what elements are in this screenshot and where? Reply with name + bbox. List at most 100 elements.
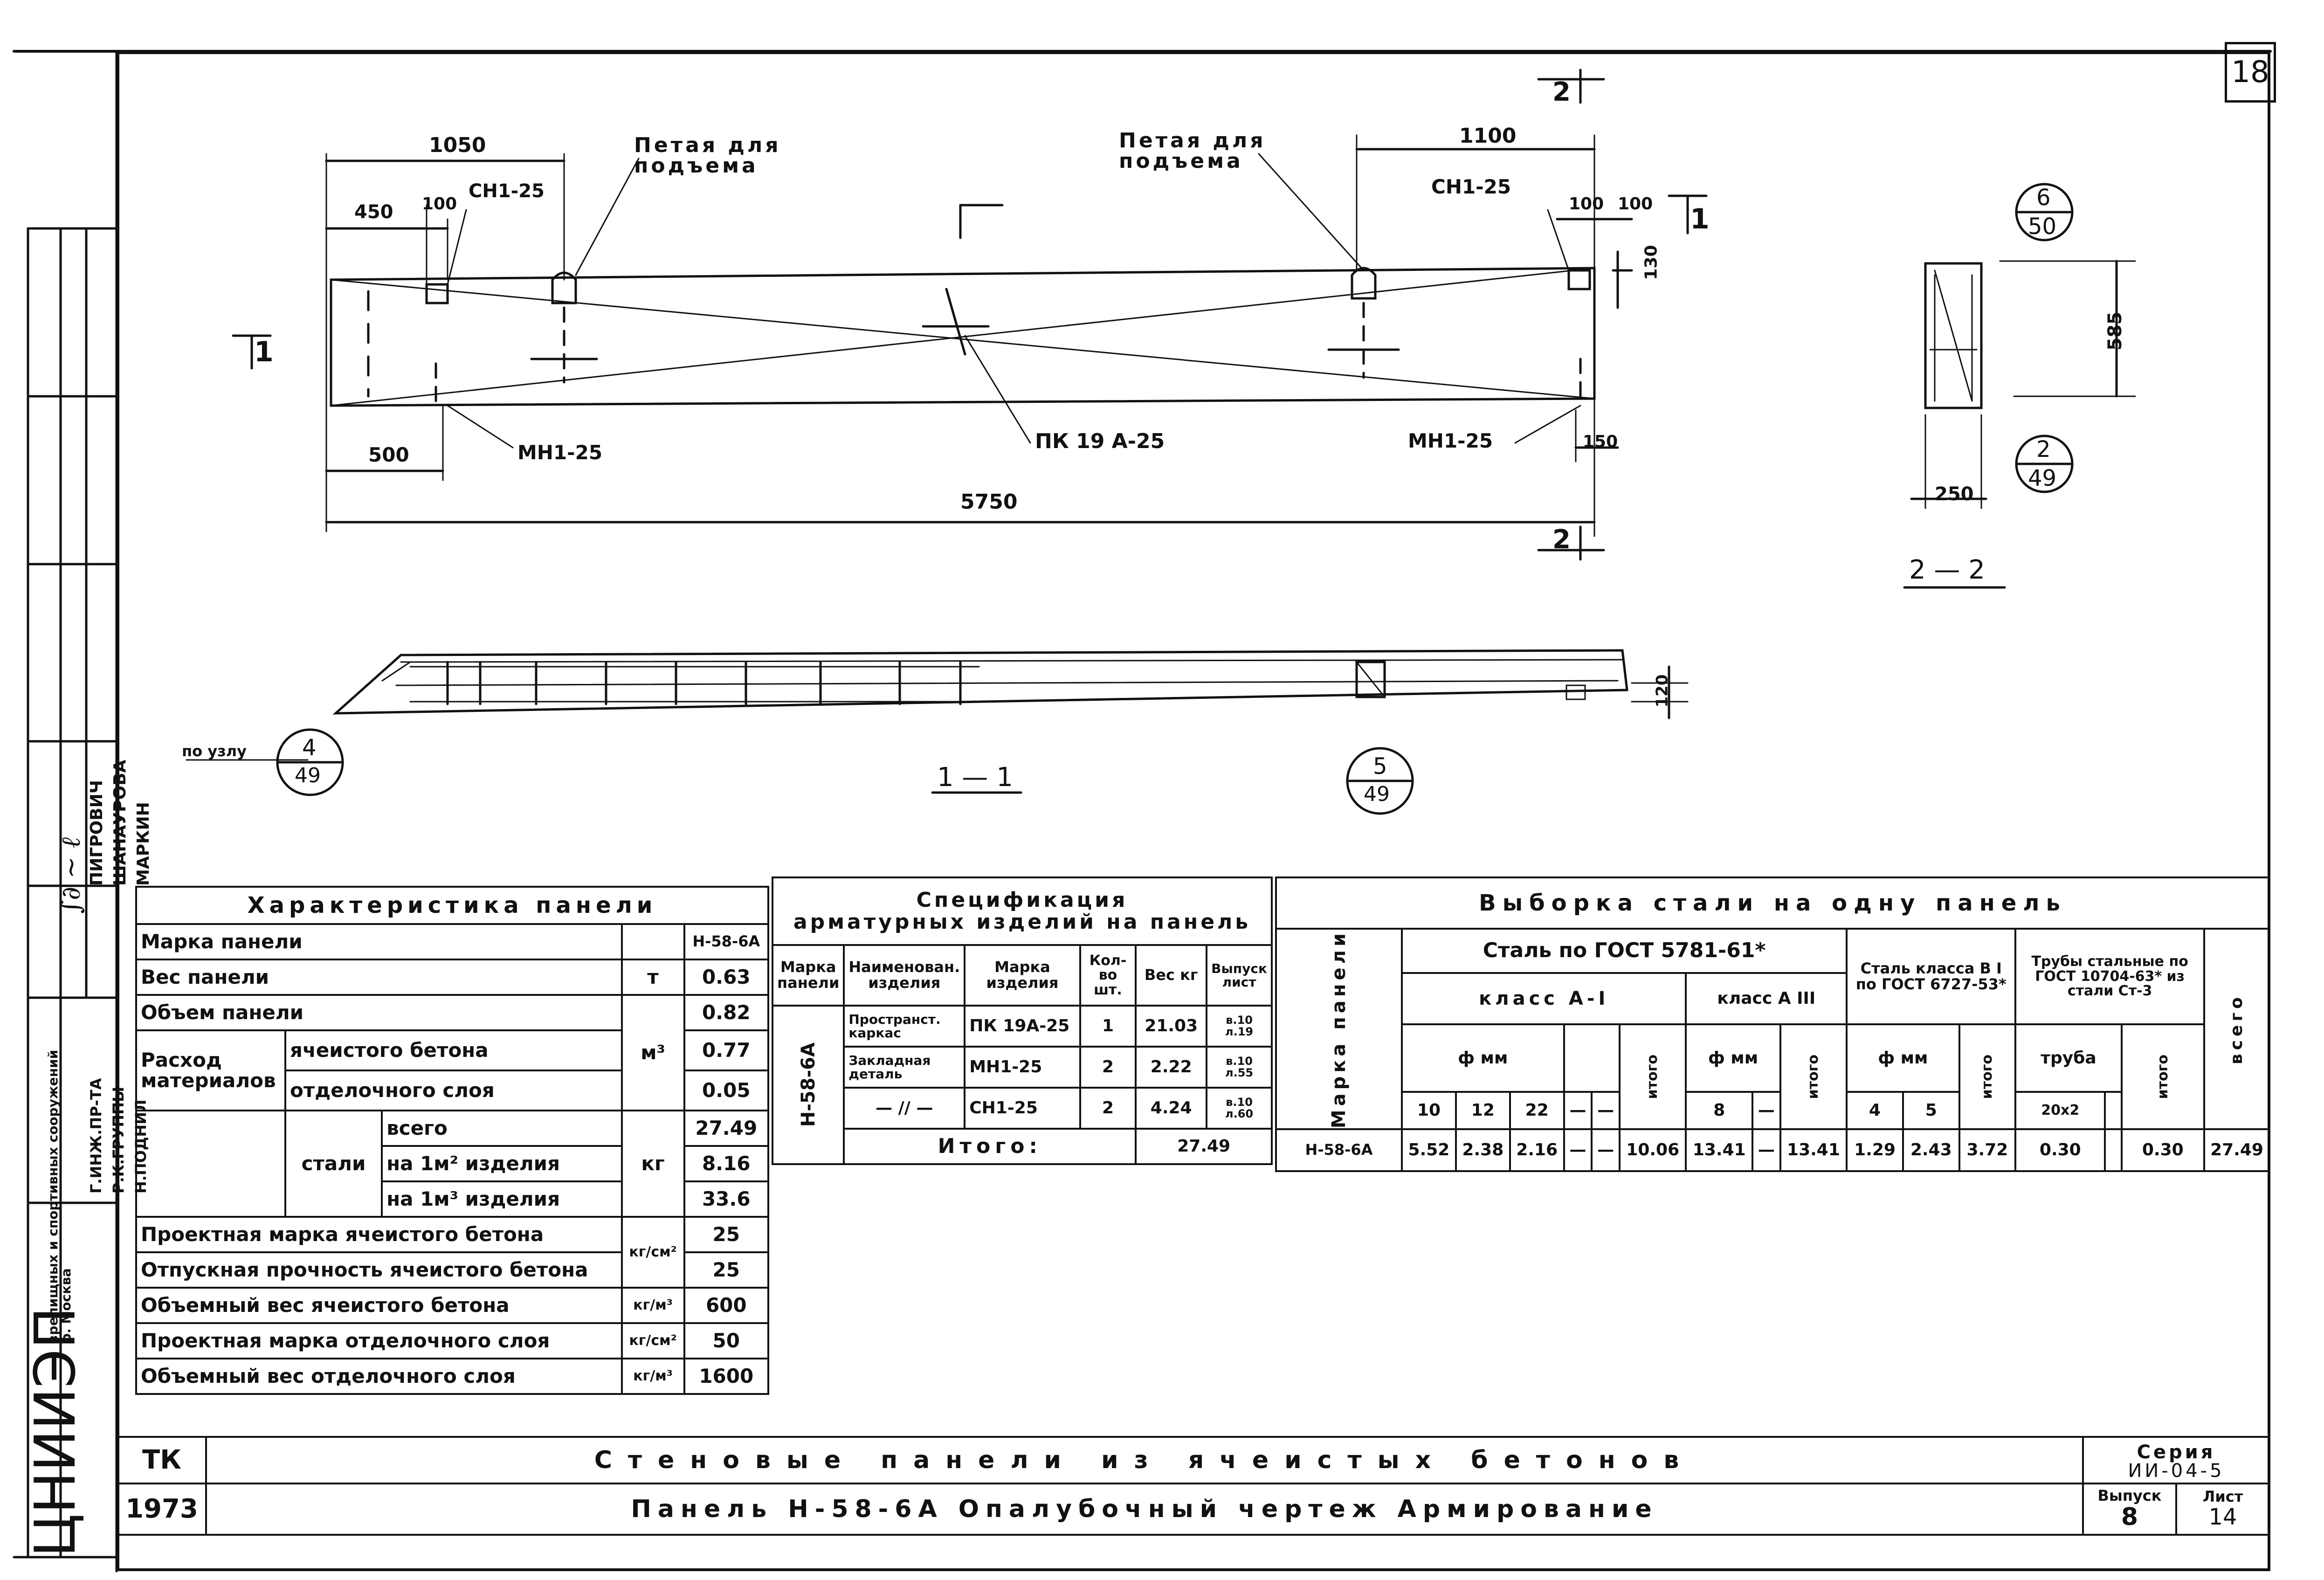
bottom-row-label: Объемный вес отделочного слоя — [135, 1358, 623, 1395]
steel-h-pipes: Трубы стальные по ГОСТ 10704-63* из стал… — [2014, 928, 2205, 1025]
title-line1: Стеновые панели из ячеистых бетонов — [205, 1436, 2084, 1484]
steel-h-truba: труба — [2014, 1023, 2123, 1093]
consumption-label: Расход материалов — [135, 1029, 286, 1111]
char-row-value: 0.63 — [683, 959, 770, 996]
label-mn-left: МН1-25 — [517, 441, 603, 464]
spec-item-name: Закладная деталь — [843, 1046, 966, 1089]
steel-h-class-a1: класс А-I — [1400, 972, 1687, 1025]
steel-sub: всего — [381, 1110, 623, 1147]
sheet-value: 14 — [2208, 1504, 2237, 1531]
label-petlya-left: Петая для подъема — [634, 133, 781, 178]
steel-val: — — [1563, 1128, 1593, 1173]
label-mn-right: МН1-25 — [1408, 429, 1493, 452]
steel-diam: 22 — [1509, 1091, 1565, 1131]
spec-total-value: 27.49 — [1135, 1128, 1273, 1165]
steel-h-class-a3: класс А III — [1685, 972, 1848, 1025]
spec-item-weight: 4.24 — [1135, 1087, 1208, 1130]
section-22-ref-top-num: 6 — [2036, 185, 2051, 211]
steel-val: 2.16 — [1509, 1128, 1565, 1173]
char-row-value: 0.82 — [683, 994, 770, 1031]
spec-title: Спецификация арматурных изделий на панел… — [772, 876, 1273, 946]
steel-diam: 4 — [1846, 1091, 1904, 1131]
steel-val: 2.43 — [1902, 1128, 1960, 1173]
steel-diam: 8 — [1685, 1091, 1754, 1131]
section-22-ref-bottom-num: 2 — [2036, 436, 2051, 462]
section-11-node-label: по узлу — [182, 742, 247, 760]
bottom-row-label: Проектная марка отделочного слоя — [135, 1322, 623, 1359]
signature-name-1: ПИГРОВИЧ — [87, 780, 106, 886]
spec-item-mark: СН1-25 — [964, 1087, 1081, 1130]
title-block: ТК Стеновые панели из ячеистых бетонов С… — [117, 1436, 2270, 1536]
section-22-dim-585: 585 — [2104, 311, 2126, 351]
steel-val: 2.38 — [1455, 1128, 1511, 1173]
spec-header: Выпуск лист — [1206, 944, 1273, 1007]
steel-diam: 5 — [1902, 1091, 1960, 1131]
steel-h-itogo: итого — [2154, 1054, 2171, 1099]
bottom-row-label: Проектная марка ячеистого бетона — [135, 1216, 623, 1253]
label-pk: ПК 19 А-25 — [1035, 429, 1165, 453]
steel-h-itogo: итого — [1805, 1054, 1822, 1099]
char-row-unit — [621, 923, 685, 960]
char-row-label: Вес панели — [135, 959, 623, 996]
steel-sub: на 1м³ изделия — [381, 1180, 623, 1218]
section-mark-1-left: 1 — [254, 336, 274, 368]
spec-header: Наименован. изделия — [843, 944, 966, 1007]
dim-450: 450 — [354, 201, 393, 223]
series-value: ИИ-04-5 — [2128, 1460, 2225, 1482]
steel-value: 27.49 — [683, 1110, 770, 1147]
steel-sub: на 1м² изделия — [381, 1145, 623, 1182]
spec-item-mark: МН1-25 — [964, 1046, 1081, 1089]
steel-val: — — [1752, 1128, 1781, 1173]
cons-sub: ячеистого бетона — [284, 1029, 623, 1071]
steel-h-dmm: ф мм — [1846, 1023, 1960, 1093]
cons-value: 0.77 — [683, 1029, 770, 1071]
char-row-value: Н-58-6А — [683, 923, 770, 960]
steel-val-total: 10.06 — [1618, 1128, 1687, 1173]
org-name: ЦНИИЭП — [23, 1307, 88, 1557]
series-label: Серия — [2137, 1442, 2216, 1463]
bottom-row-unit: кг/м³ — [621, 1358, 685, 1395]
handwritten-signatures: ∫∂ ~ ℓ — [56, 837, 86, 914]
title-year: 1973 — [117, 1483, 207, 1536]
steel-val — [2104, 1128, 2123, 1173]
spec-item-qty: 2 — [1079, 1046, 1137, 1089]
signature-name-3: МАРКИН — [134, 802, 153, 886]
steel-val: 0.30 — [2014, 1128, 2106, 1173]
dim-500: 500 — [368, 443, 409, 466]
section-11-node-ref-den: 49 — [295, 764, 321, 787]
section-22-dim-250: 250 — [1935, 483, 1974, 505]
section-11-title: 1 — 1 — [937, 762, 1013, 793]
steel-val-total: 3.72 — [1958, 1128, 2017, 1173]
steel-label: стали — [284, 1110, 383, 1218]
label-sn-right: СН1-25 — [1431, 175, 1511, 198]
section-22-ref-bottom-den: 49 — [2028, 465, 2057, 491]
section-11-ref5-den: 49 — [1364, 782, 1390, 806]
signature-name-2: ШАНАУРОВА — [110, 759, 130, 886]
bottom-row-value: 25 — [683, 1216, 770, 1253]
spec-header: Кол-во шт. — [1079, 944, 1137, 1007]
signature-role-2: Р.К.ГРУППЫ — [110, 1086, 127, 1194]
spec-panel-mark: Н-58-6А — [797, 1042, 819, 1127]
spec-item-ref: в.10 л.19 — [1206, 1005, 1273, 1048]
steel-val-total: 13.41 — [1779, 1128, 1848, 1173]
spec-header: Марка панели — [771, 944, 845, 1007]
bottom-row-value: 600 — [683, 1287, 770, 1324]
section-22-title: 2 — 2 — [1909, 555, 1985, 585]
signature-role-1: Г.ИНЖ.ПР-ТА — [87, 1078, 105, 1194]
title-line2: Панель Н-58-6А Опалубочный чертеж Армиро… — [205, 1483, 2084, 1536]
steel-val-grand-total: 27.49 — [2203, 1128, 2270, 1173]
steel-h-b1: Сталь класса В I по ГОСТ 6727-53* — [1846, 928, 2017, 1025]
section-22-outline — [1924, 262, 1983, 409]
steel-h-gost: Сталь по ГОСТ 5781-61* — [1400, 928, 1848, 974]
spec-total-label: Итого: — [843, 1128, 1137, 1165]
dim-5750: 5750 — [960, 490, 1018, 514]
spec-item-name: — // — — [843, 1087, 966, 1130]
spec-item-qty: 2 — [1079, 1087, 1137, 1130]
signature-names: ПИГРОВИЧ ШАНАУРОВА МАРКИН — [87, 759, 153, 886]
steel-val: 1.29 — [1846, 1128, 1904, 1173]
steel-h-itogo: итого — [1644, 1054, 1661, 1099]
steel-title: Выборка стали на одну панель — [1275, 876, 2270, 930]
dim-100-b: 100 — [1569, 194, 1604, 214]
